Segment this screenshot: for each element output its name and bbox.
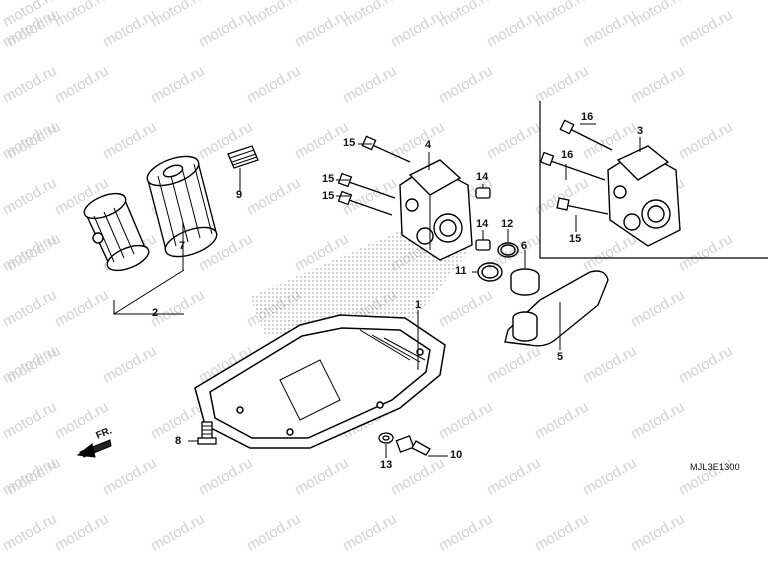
oil-strainer-drawing — [504, 270, 609, 347]
callout-10: 10 — [450, 449, 463, 461]
sealing-washer-drawing — [378, 432, 394, 444]
threaded-joint-drawing — [227, 145, 259, 169]
drain-bolt-drawing — [395, 435, 431, 456]
callout-3: 3 — [637, 125, 644, 137]
callout-9: 9 — [236, 189, 243, 201]
oil-pump-variant-drawing — [607, 145, 681, 247]
front-direction-arrow-icon — [76, 439, 112, 458]
callout-7: 7 — [179, 240, 186, 252]
callout-16-top: 16 — [581, 111, 594, 123]
stipple-area — [250, 222, 470, 345]
oil-filter-cartridge-drawing — [146, 155, 218, 258]
callout-8: 8 — [175, 435, 182, 447]
callout-4: 4 — [425, 139, 432, 151]
callout-16-mid: 16 — [561, 149, 574, 161]
leader-lines — [113, 123, 641, 458]
variant-inset-frame — [539, 101, 768, 259]
callout-14-lower: 14 — [476, 218, 489, 230]
callout-12: 12 — [501, 218, 514, 230]
callout-15-mid: 15 — [322, 173, 335, 185]
variant-bolts-drawing — [539, 119, 613, 215]
callout-2: 2 — [152, 307, 159, 319]
callout-5: 5 — [557, 351, 564, 363]
callout-6: 6 — [521, 240, 528, 252]
callout-13: 13 — [380, 459, 393, 471]
callout-15-low: 15 — [322, 190, 335, 202]
callout-11: 11 — [455, 265, 467, 277]
oil-pump-drawing — [399, 159, 473, 261]
callout-15-inset: 15 — [569, 233, 582, 245]
callout-14-upper: 14 — [476, 171, 489, 183]
callout-1: 1 — [415, 299, 422, 311]
oil-pan-drawing — [194, 314, 446, 449]
diagram-code: MJL3E1300 — [690, 462, 740, 472]
strainer-seal-drawing — [510, 268, 540, 296]
oil-filter-cap-drawing — [83, 192, 150, 272]
callout-15-top: 15 — [343, 137, 356, 149]
